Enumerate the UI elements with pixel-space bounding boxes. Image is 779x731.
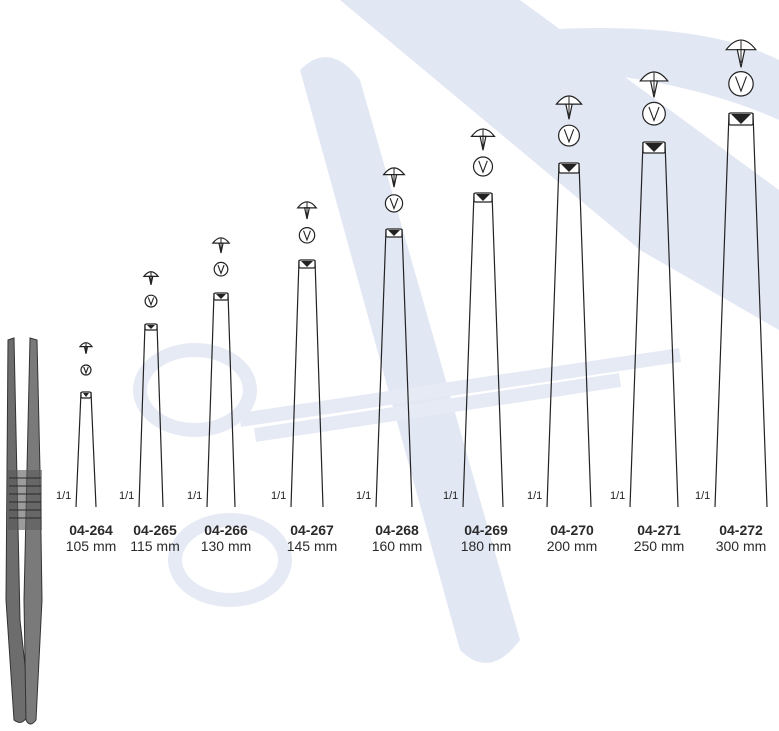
- scale-marker: 1/1: [187, 490, 203, 502]
- tip-v-mark: [83, 366, 89, 375]
- instrument-code: 04-269: [464, 522, 508, 538]
- tooth-mark: [83, 393, 89, 397]
- instrument-length: 105 mm: [65, 538, 117, 554]
- scale-marker: 1/1: [56, 490, 72, 502]
- instrument-length: 160 mm: [371, 538, 423, 554]
- tooth-mark: [645, 143, 663, 152]
- watermark-handle: [300, 57, 520, 663]
- instrument-code: 04-267: [290, 522, 334, 538]
- scale-marker: 1/1: [443, 490, 459, 502]
- tooth-mark: [147, 325, 155, 329]
- forceps-outline: [206, 292, 236, 508]
- instrument-length: 180 mm: [460, 538, 512, 554]
- tip-v-mark: [303, 230, 311, 242]
- forceps-outline: [290, 259, 324, 508]
- instrument-04-264: [75, 342, 97, 508]
- tip-side-view: [472, 156, 494, 177]
- forceps-photo: [5, 337, 43, 725]
- tip-v-mark: [478, 160, 488, 174]
- tip-side-view: [213, 261, 229, 277]
- instrument-04-270: [546, 95, 592, 508]
- tooth-mark: [388, 230, 400, 236]
- forceps-outline: [375, 228, 413, 508]
- forceps-outline: [462, 192, 504, 508]
- scale-marker: 1/1: [356, 490, 372, 502]
- instrument-drawings: [75, 39, 768, 508]
- watermark-outline: [133, 343, 682, 607]
- forceps-outline: [138, 323, 164, 508]
- instrument-code: 04-265: [133, 522, 177, 538]
- tip-v-mark: [648, 106, 660, 123]
- instrument-code: 04-272: [719, 522, 763, 538]
- instrument-length: 200 mm: [546, 538, 598, 554]
- tooth-mark: [476, 194, 490, 201]
- tip-v-mark: [147, 297, 155, 307]
- tip-side-view: [728, 71, 754, 97]
- instrument-04-269: [462, 128, 504, 508]
- tip-side-view: [298, 227, 316, 244]
- tooth-mark: [561, 164, 577, 172]
- forceps-outline: [75, 391, 97, 508]
- instrument-04-267: [290, 201, 324, 508]
- forceps-outline: [546, 162, 592, 508]
- instrument-length: 130 mm: [200, 538, 252, 554]
- forceps-outline: [714, 112, 768, 508]
- tooth-mark: [731, 114, 751, 124]
- scale-marker: 1/1: [527, 490, 543, 502]
- scale-marker: 1/1: [119, 490, 135, 502]
- instrument-length: 300 mm: [715, 538, 767, 554]
- tooth-mark: [216, 294, 226, 299]
- scale-marker: 1/1: [610, 490, 626, 502]
- instrument-code: 04-266: [204, 522, 248, 538]
- instrument-length: 250 mm: [633, 538, 685, 554]
- instrument-04-271: [629, 71, 679, 508]
- scale-marker: 1/1: [271, 490, 287, 502]
- tip-side-view: [642, 101, 666, 126]
- tip-side-view: [557, 124, 580, 147]
- scale-marker: 1/1: [695, 490, 711, 502]
- instrument-code: 04-268: [375, 522, 419, 538]
- tip-v-mark: [389, 198, 399, 211]
- instrument-04-266: [206, 237, 236, 508]
- tip-side-view: [384, 194, 404, 213]
- tip-v-mark: [217, 264, 225, 275]
- tip-v-mark: [734, 76, 748, 93]
- instrument-code: 04-264: [69, 522, 113, 538]
- instrument-04-268: [375, 167, 413, 508]
- instrument-code: 04-270: [550, 522, 594, 538]
- instrument-length: 145 mm: [286, 538, 338, 554]
- forceps-outline: [629, 141, 679, 508]
- instrument-code: 04-271: [637, 522, 681, 538]
- watermark: [300, 0, 779, 663]
- tip-v-mark: [563, 129, 575, 144]
- tooth-mark: [301, 261, 313, 267]
- instrument-04-272: [714, 39, 768, 508]
- instrument-04-265: [138, 271, 164, 508]
- instrument-length: 115 mm: [130, 538, 180, 554]
